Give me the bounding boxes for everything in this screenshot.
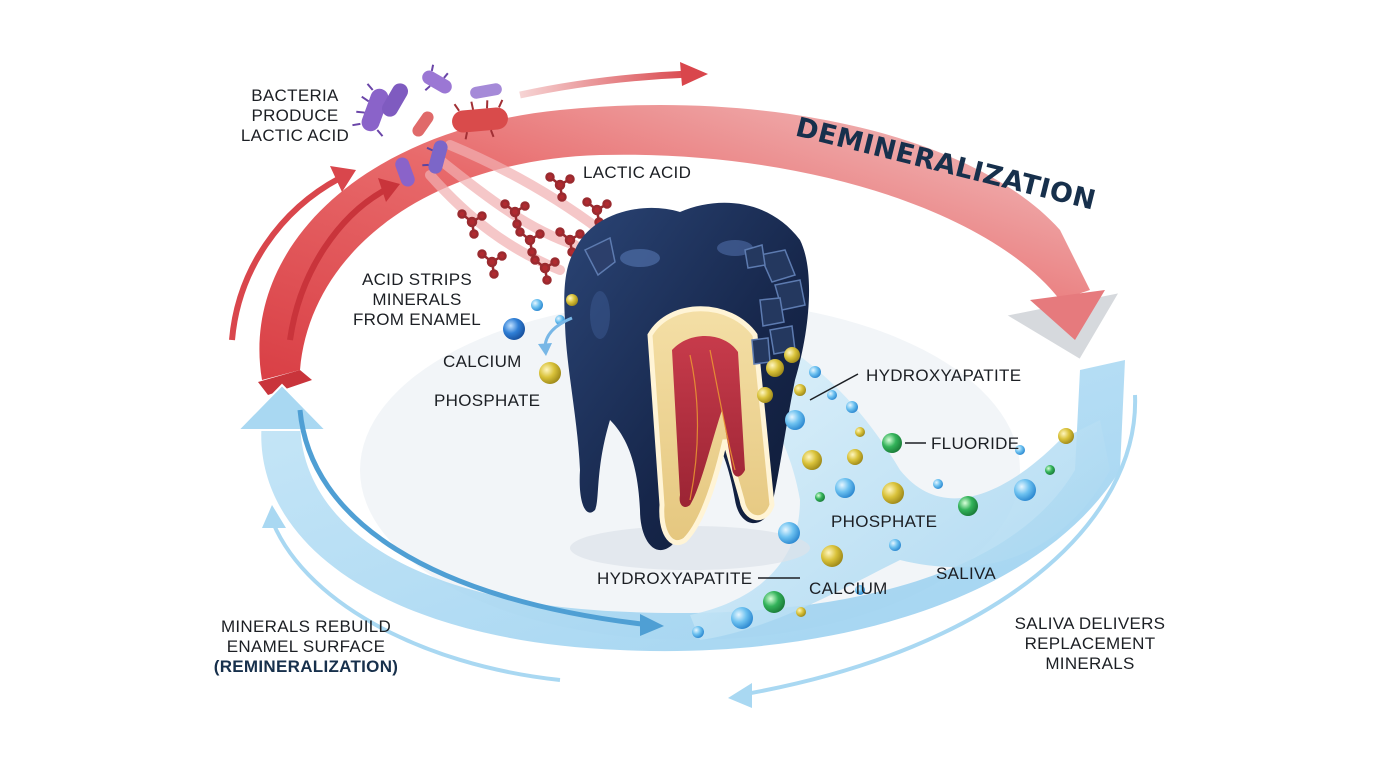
rod-bacteria-icon xyxy=(422,140,448,174)
demineralization-band xyxy=(259,104,1091,381)
red-thin-arrow-left xyxy=(229,175,342,341)
label-fluoride: FLUORIDE xyxy=(931,434,1020,453)
tooth-cross-section-icon xyxy=(564,202,810,570)
bacteria-cluster xyxy=(352,64,508,187)
blue-inner-arrow-head xyxy=(640,614,664,636)
label-phosphate-top: PHOSPHATE xyxy=(434,391,541,410)
label-phosphate-bottom: PHOSPHATE xyxy=(831,512,938,531)
rod-bacteria-icon xyxy=(395,157,415,187)
label-minerals-rebuild: MINERALS REBUILD ENAMEL SURFACE (REMINER… xyxy=(196,617,416,677)
label-saliva: SALIVA xyxy=(936,564,997,583)
red-inner-arrow-left-head xyxy=(378,178,400,202)
rod-bacteria-icon xyxy=(470,83,502,99)
red-thin-arrow-left-head xyxy=(330,166,356,192)
label-acid-strips-line2: MINERALS xyxy=(372,290,462,309)
leader-hydroxyapatite-top xyxy=(809,373,859,401)
label-calcium-bottom: CALCIUM xyxy=(809,579,888,598)
lactic-acid-molecule-icon xyxy=(530,255,560,285)
rod-bacteria-icon xyxy=(382,83,408,117)
label-saliva-delivers-line3: MINERALS xyxy=(1045,654,1135,673)
remineralization-arrowhead xyxy=(235,383,329,431)
lactic-acid-molecule-icon xyxy=(515,227,545,257)
label-bacteria-line3: LACTIC ACID xyxy=(240,126,350,145)
red-inner-arrow-left xyxy=(287,187,387,341)
rod-bacteria-icon xyxy=(412,111,434,137)
label-acid-strips-line1: ACID STRIPS xyxy=(361,270,473,289)
lactic-acid-molecule-icon xyxy=(457,209,487,239)
label-calcium-top: CALCIUM xyxy=(443,352,522,371)
label-saliva-delivers: SALIVA DELIVERS REPLACEMENT MINERALS xyxy=(1005,614,1175,674)
blue-outer-arrow-right-head xyxy=(728,683,752,708)
label-acid-strips: ACID STRIPS MINERALS FROM ENAMEL xyxy=(352,270,482,330)
label-bacteria-line2: PRODUCE xyxy=(251,106,339,125)
label-lactic-acid: LACTIC ACID xyxy=(583,163,692,182)
label-hydroxyapatite-bottom: HYDROXYAPATITE xyxy=(597,569,753,588)
red-thin-arrow-top-head xyxy=(680,62,708,86)
label-acid-strips-line3: FROM ENAMEL xyxy=(353,310,481,329)
blue-inner-arrow xyxy=(297,409,651,628)
label-bacteria-line1: BACTERIA xyxy=(251,86,339,105)
blue-outer-arrow-left xyxy=(268,514,561,682)
demineralization-arrowhead-face xyxy=(1030,290,1105,340)
rod-bacteria-icon xyxy=(422,64,452,94)
label-hydroxyapatite-top: HYDROXYAPATITE xyxy=(866,366,1022,385)
blue-outer-arrow-right xyxy=(739,394,1138,697)
lactic-acid-molecule-icon xyxy=(545,172,575,202)
rod-bacteria-icon xyxy=(452,99,508,140)
mineral-ions xyxy=(503,294,1074,638)
mineral-loss-arrow-head xyxy=(538,343,552,356)
red-thin-arrow-top xyxy=(519,70,691,99)
label-minerals-rebuild-line2: ENAMEL SURFACE xyxy=(226,637,386,656)
lactic-acid-molecule-icon xyxy=(477,249,507,279)
label-saliva-delivers-line2: REPLACEMENT xyxy=(1024,634,1156,653)
red-band-tail xyxy=(258,370,312,395)
label-minerals-rebuild-line1: MINERALS REBUILD xyxy=(220,617,392,636)
label-bacteria: BACTERIA PRODUCE LACTIC ACID xyxy=(230,86,360,146)
blue-outer-arrow-left-head xyxy=(262,505,286,528)
acid-flow-lines xyxy=(425,140,605,275)
label-saliva-delivers-line1: SALIVA DELIVERS xyxy=(1014,614,1166,633)
lactic-acid-molecule-icon xyxy=(500,199,530,229)
label-remineralization: (REMINERALIZATION) xyxy=(213,657,399,676)
